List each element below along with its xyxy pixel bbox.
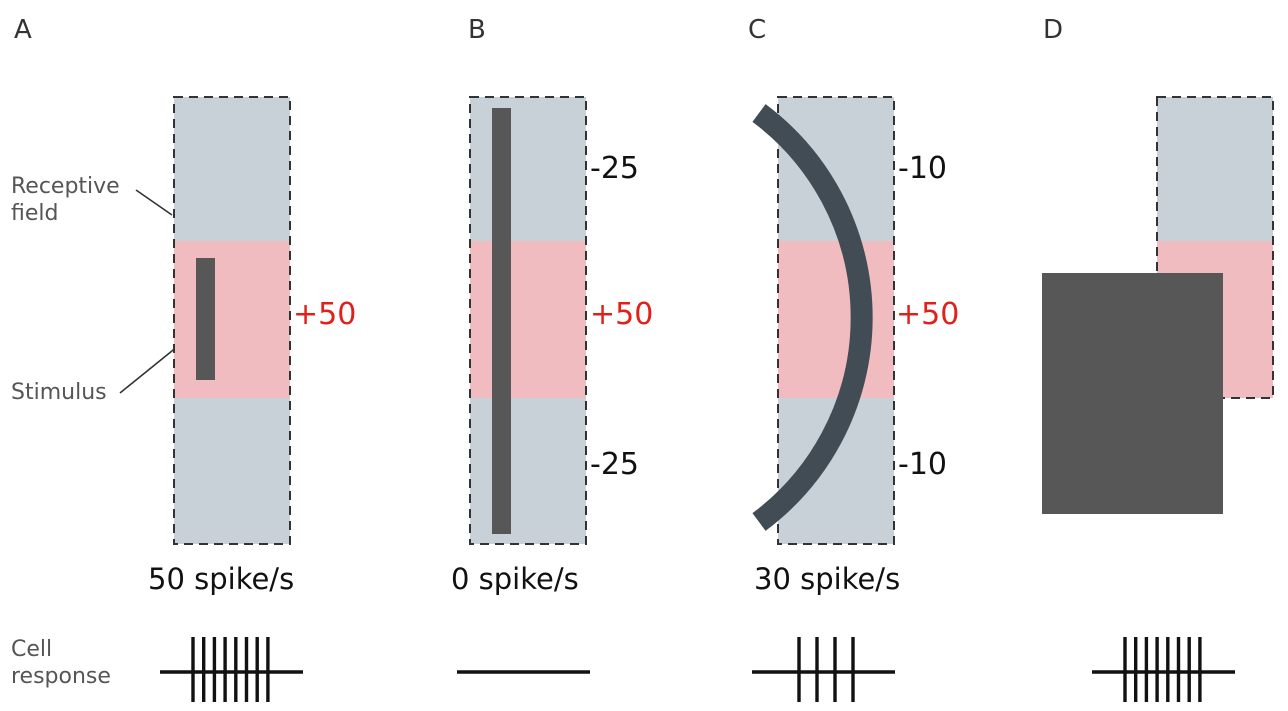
panel-a-on-zone-label: +50: [293, 297, 356, 332]
panel-b-stimulus-bar: [492, 108, 511, 534]
panel-d: [1042, 96, 1274, 702]
panel-b-on-zone-label: +50: [590, 297, 653, 332]
panel-a: +50 50 spike/s: [148, 96, 356, 702]
panel-c-off-zone-bottom-label: -10: [898, 447, 947, 482]
panel-a-off-region-top: [174, 97, 290, 241]
panel-d-letter: D: [1043, 15, 1063, 45]
panel-b-off-zone-bottom-label: -25: [590, 447, 639, 482]
panel-a-stimulus-bar: [196, 258, 215, 380]
panel-a-letter: A: [14, 15, 32, 45]
panel-d-off-region-top: [1157, 97, 1273, 241]
panel-a-receptive-field-outline: [173, 96, 291, 545]
panel-d-receptive-field-outline: [1156, 96, 1274, 399]
panel-b-off-region-top: [470, 97, 586, 241]
panel-c: -10 +50 -10 30 spike/s: [752, 96, 959, 702]
panel-c-on-zone-label: +50: [896, 297, 959, 332]
panel-b-on-region: [470, 241, 586, 398]
panel-d-large-square-stimulus: [1042, 273, 1223, 514]
panel-c-off-zone-top-label: -10: [898, 151, 947, 186]
panel-c-receptive-field-outline: [777, 96, 895, 545]
panel-a-on-region: [174, 241, 290, 398]
panel-b-receptive-field-outline: [469, 96, 587, 545]
panel-b: -25 +50 -25 0 spike/s: [451, 96, 653, 674]
panel-a-spike-train: [160, 637, 303, 702]
panel-d-spike-train: [1092, 637, 1235, 702]
panel-c-curved-stimulus: [752, 104, 873, 531]
panel-b-letter: B: [468, 15, 486, 45]
receptive-field-label-line2: field: [11, 201, 58, 226]
panel-c-letter: C: [748, 15, 766, 45]
receptive-field-label-line1: Receptive: [11, 174, 120, 199]
panel-c-on-region: [778, 241, 894, 398]
panel-a-rate-label: 50 spike/s: [148, 562, 294, 596]
panel-b-off-zone-top-label: -25: [590, 151, 639, 186]
stimulus-label: Stimulus: [11, 380, 107, 405]
panel-a-off-region-bottom: [174, 398, 290, 544]
panel-c-spike-train: [752, 637, 895, 702]
cell-response-label-line2: response: [11, 664, 111, 689]
panel-b-rate-label: 0 spike/s: [451, 562, 579, 596]
receptive-field-leader-line: [135, 189, 173, 216]
panel-b-off-region-bottom: [470, 398, 586, 544]
cell-response-label-line1: Cell: [11, 637, 52, 662]
panel-c-rate-label: 30 spike/s: [754, 562, 900, 596]
